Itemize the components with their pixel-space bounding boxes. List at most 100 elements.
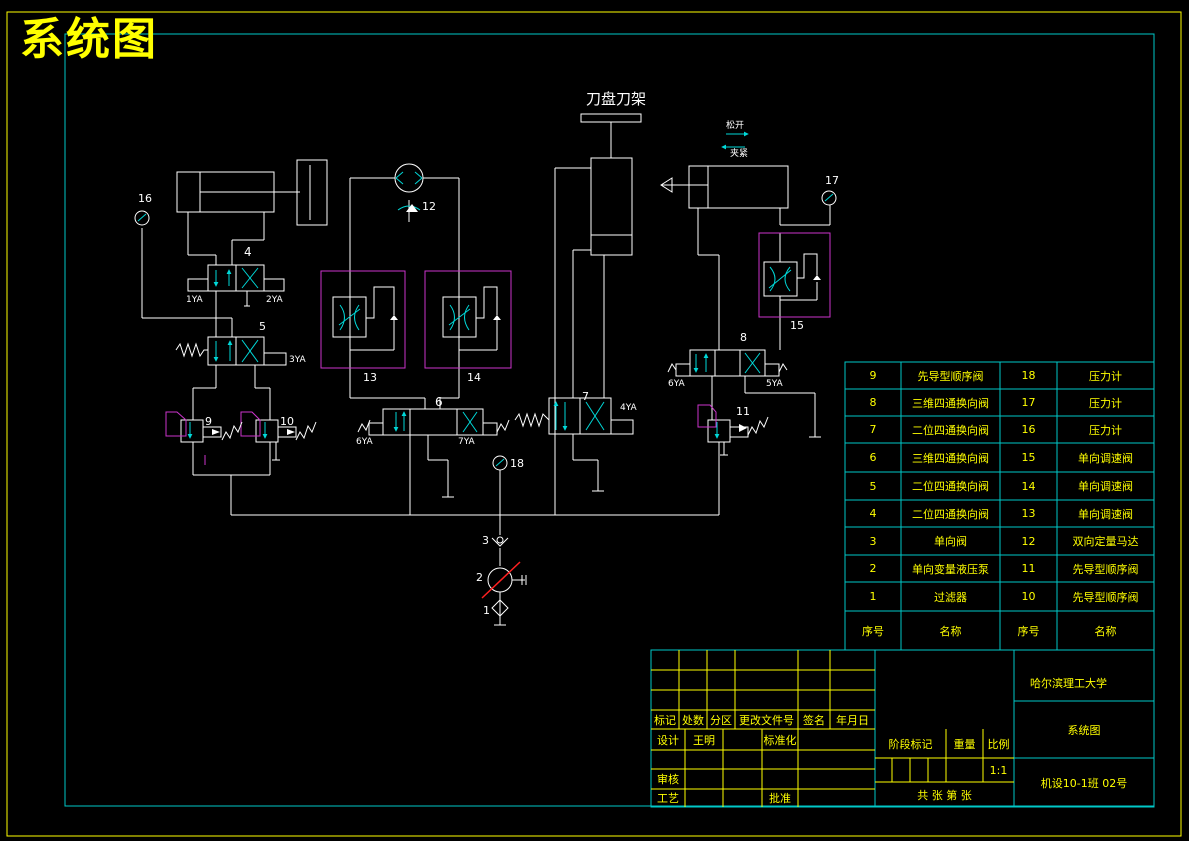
tb-drawing-no: 机设10-1班 02号 (1040, 776, 1128, 790)
label-12: 12 (422, 200, 436, 213)
solenoid-4ya: 4YA (620, 403, 637, 413)
parts-table-cell-name1: 单向阀 (934, 535, 967, 548)
solenoid-5ya: 5YA (766, 379, 783, 389)
label-11: 11 (736, 405, 750, 418)
title-block-yellow-grid (651, 650, 1014, 807)
label-8: 8 (740, 331, 747, 344)
parts-table-cell-name1: 二位四通换向阀 (912, 480, 989, 493)
tb-change-doc: 更改文件号 (739, 713, 794, 727)
label-7: 7 (582, 390, 589, 403)
header-no2: 序号 (1017, 624, 1040, 638)
parts-table-cell-no1: 2 (869, 562, 877, 575)
parts-table-cell-no2: 16 (1021, 423, 1036, 436)
parts-table-cell-no2: 10 (1021, 590, 1036, 603)
label-3: 3 (482, 534, 489, 547)
label-13: 13 (363, 371, 377, 384)
tb-process: 工艺 (657, 792, 679, 805)
parts-table-cell-name2: 单向调速阀 (1078, 507, 1133, 521)
label-2: 2 (476, 571, 483, 584)
parts-table-cell-name2: 压力计 (1089, 396, 1122, 410)
tb-school: 哈尔滨理工大学 (1030, 677, 1107, 690)
arrow-heads (212, 204, 821, 435)
parts-table-cell-no1: 5 (869, 479, 877, 493)
parts-table-cell-no2: 15 (1021, 451, 1036, 464)
parts-table-cell-no1: 8 (869, 396, 877, 409)
tb-approve: 批准 (769, 792, 791, 805)
parts-table-cell-no2: 13 (1021, 507, 1036, 520)
solenoid-1ya: 1YA (186, 295, 203, 305)
tb-scale: 1:1 (989, 763, 1008, 777)
solenoid-3ya: 3YA (289, 355, 306, 365)
parts-table-cell-name1: 三维四通换向阀 (912, 396, 989, 410)
parts-table-cell-no2: 11 (1021, 562, 1036, 575)
solenoid-2ya: 2YA (266, 295, 283, 305)
solenoid-6ya-left: 6YA (356, 437, 373, 447)
parts-table-cell-no1: 9 (869, 369, 877, 382)
tb-drawing-name: 系统图 (1067, 723, 1101, 737)
tb-standard: 标准化 (763, 733, 797, 747)
hydraulic-lines (141, 113, 831, 626)
parts-table-grid (844, 361, 1155, 651)
header-name1: 名称 (939, 624, 962, 638)
parts-table-cell-name1: 单向变量液压泵 (912, 562, 989, 576)
parts-table-cell-no1: 4 (869, 507, 877, 520)
label-5: 5 (259, 320, 266, 333)
parts-table-cell-name1: 二位四通换向阀 (912, 507, 989, 521)
header-name2: 名称 (1094, 624, 1117, 638)
clamp-open-label: 松开 (726, 121, 745, 131)
tb-count: 处数 (682, 713, 704, 727)
label-16: 16 (138, 192, 152, 205)
parts-table-cell-name2: 压力计 (1089, 423, 1122, 437)
label-4: 4 (244, 245, 252, 259)
parts-table-cell-name2: 双向定量马达 (1072, 535, 1139, 548)
parts-table-cell-name1: 过滤器 (934, 590, 967, 604)
parts-table-cell-no1: 3 (869, 534, 877, 548)
parts-table-cell-no2: 17 (1021, 396, 1036, 409)
label-6: 6 (435, 395, 443, 409)
parts-table-cell-no1: 1 (869, 590, 877, 603)
outer-border (6, 11, 1182, 837)
parts-table-cell-no1: 7 (869, 423, 877, 436)
parts-table-cell-no2: 12 (1021, 534, 1036, 548)
parts-table-cell-name2: 单向调速阀 (1078, 451, 1133, 465)
label-10: 10 (280, 415, 294, 428)
parts-table-cell-name2: 单向调速阀 (1078, 480, 1133, 493)
tb-sign: 签名 (803, 713, 825, 727)
valve-arrows (187, 131, 792, 439)
tb-mark: 标记 (654, 713, 676, 727)
magenta-frames (165, 232, 831, 465)
tb-zone: 分区 (710, 713, 732, 727)
label-14: 14 (467, 371, 481, 384)
parts-table-cell-name1: 三维四通换向阀 (912, 451, 989, 465)
parts-table-cell-name2: 先导型顺序阀 (1072, 590, 1139, 604)
label-18: 18 (510, 457, 524, 470)
label-15: 15 (790, 319, 804, 332)
label-9: 9 (205, 415, 212, 428)
parts-table-cell-name1: 二位四通换向阀 (912, 423, 989, 437)
tb-stage-mark: 阶段标记 (888, 737, 933, 751)
tb-design: 设计 (657, 733, 679, 747)
tool-holder-label: 刀盘刀架 (586, 90, 647, 108)
parts-table-cell-name1: 先导型顺序阀 (917, 369, 984, 383)
solenoid-6ya-right: 6YA (668, 379, 685, 389)
parts-table-cell-name2: 先导型顺序阀 (1072, 562, 1139, 576)
tb-sheets: 共 张 第 张 (917, 788, 972, 802)
tb-designer: 王明 (693, 733, 715, 747)
tb-date: 年月日 (836, 713, 869, 727)
solenoid-7ya: 7YA (458, 437, 475, 447)
springs (221, 363, 788, 441)
header-no1: 序号 (862, 624, 884, 638)
parts-table-cell-no1: 6 (869, 451, 877, 464)
tb-review: 审核 (657, 773, 679, 786)
tb-weight: 重量 (953, 737, 976, 751)
label-17: 17 (825, 174, 839, 187)
parts-table-cell-name2: 压力计 (1089, 369, 1122, 383)
clamp-close-label: 夹紧 (730, 149, 749, 159)
drawing-title: 系统图 (20, 14, 158, 65)
pressure-gauges (134, 190, 837, 471)
parts-table-cell-no2: 14 (1021, 479, 1036, 493)
pump-variable-arrow (481, 561, 521, 599)
label-1: 1 (483, 604, 490, 617)
